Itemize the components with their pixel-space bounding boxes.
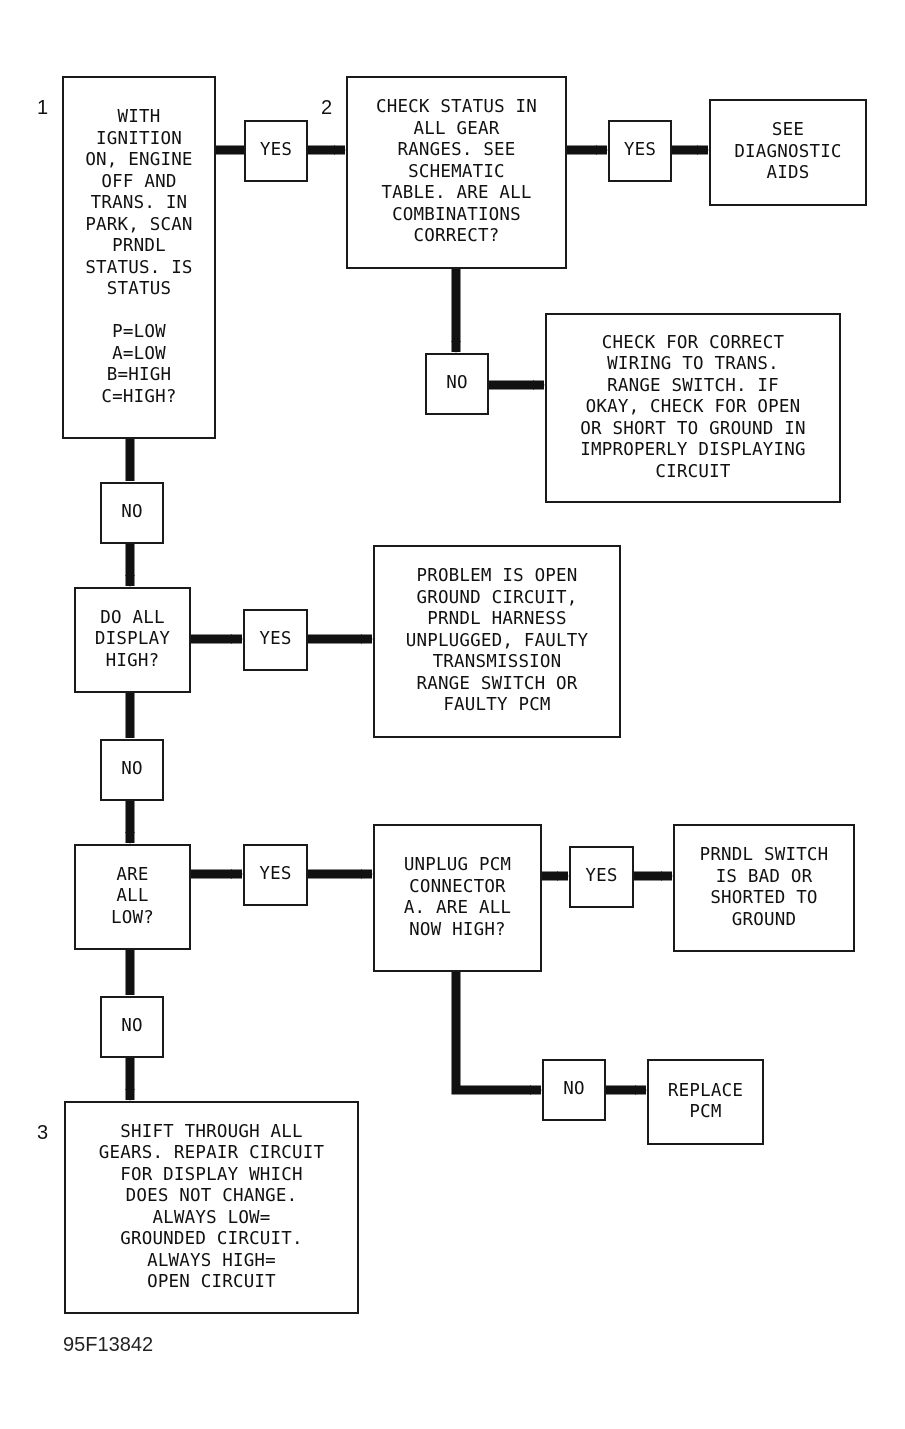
ignition-status-check-box: WITH IGNITION ON, ENGINE OFF AND TRANS. …: [62, 76, 216, 439]
answer-no-box: NO: [100, 996, 164, 1058]
answer-no-box: NO: [100, 739, 164, 801]
step-number-3: 3: [37, 1122, 49, 1144]
answer-no-text: NO: [121, 759, 143, 780]
answer-no-text: NO: [121, 502, 143, 523]
all-low-question-box: ARE ALL LOW?: [74, 844, 191, 950]
see-diagnostic-aids-box: SEE DIAGNOSTIC AIDS: [709, 99, 867, 206]
ignition-status-check-text: WITH IGNITION ON, ENGINE OFF AND TRANS. …: [85, 107, 193, 407]
prndl-switch-bad-text: PRNDL SWITCH IS BAD OR SHORTED TO GROUND: [699, 845, 829, 930]
step-number-2: 2: [321, 97, 333, 119]
connector-unplug-to-no5: [451, 971, 542, 1095]
answer-yes-box: YES: [569, 846, 634, 908]
answer-yes-box: YES: [608, 120, 672, 182]
unplug-pcm-connector-text: UNPLUG PCM CONNECTOR A. ARE ALL NOW HIGH…: [403, 855, 512, 940]
open-ground-circuit-box: PROBLEM IS OPEN GROUND CIRCUIT, PRNDL HA…: [373, 545, 621, 738]
unplug-pcm-connector-box: UNPLUG PCM CONNECTOR A. ARE ALL NOW HIGH…: [373, 824, 542, 972]
answer-no-text: NO: [446, 373, 468, 394]
shift-through-gears-box: SHIFT THROUGH ALL GEARS. REPAIR CIRCUIT …: [64, 1101, 359, 1314]
all-display-high-question-box: DO ALL DISPLAY HIGH?: [74, 587, 191, 693]
check-wiring-box: CHECK FOR CORRECT WIRING TO TRANS. RANGE…: [545, 313, 841, 503]
gear-ranges-check-box: CHECK STATUS IN ALL GEAR RANGES. SEE SCH…: [346, 76, 567, 269]
answer-yes-text: YES: [259, 140, 293, 161]
answer-no-box: NO: [425, 353, 489, 415]
replace-pcm-box: REPLACE PCM: [647, 1059, 764, 1145]
gear-ranges-check-text: CHECK STATUS IN ALL GEAR RANGES. SEE SCH…: [375, 97, 538, 247]
all-display-high-question-text: DO ALL DISPLAY HIGH?: [94, 607, 171, 671]
open-ground-circuit-text: PROBLEM IS OPEN GROUND CIRCUIT, PRNDL HA…: [405, 566, 589, 716]
answer-yes-box: YES: [243, 609, 308, 671]
answer-yes-text: YES: [259, 629, 292, 650]
answer-yes-text: YES: [259, 864, 292, 885]
check-wiring-text: CHECK FOR CORRECT WIRING TO TRANS. RANGE…: [580, 332, 806, 482]
answer-yes-text: YES: [623, 140, 657, 161]
figure-id: 95F13842: [63, 1334, 154, 1356]
prndl-switch-bad-box: PRNDL SWITCH IS BAD OR SHORTED TO GROUND: [673, 824, 855, 952]
step-number-1: 1: [37, 97, 49, 119]
answer-no-text: NO: [563, 1079, 585, 1100]
replace-pcm-text: REPLACE PCM: [667, 1080, 744, 1123]
answer-no-box: NO: [542, 1059, 606, 1121]
shift-through-gears-text: SHIFT THROUGH ALL GEARS. REPAIR CIRCUIT …: [98, 1121, 325, 1293]
answer-no-text: NO: [121, 1016, 143, 1037]
answer-yes-text: YES: [585, 866, 618, 887]
answer-yes-box: YES: [243, 844, 308, 906]
answer-yes-box: YES: [244, 120, 308, 182]
all-low-question-text: ARE ALL LOW?: [111, 864, 154, 928]
answer-no-box: NO: [100, 482, 164, 544]
see-diagnostic-aids-text: SEE DIAGNOSTIC AIDS: [734, 120, 842, 184]
